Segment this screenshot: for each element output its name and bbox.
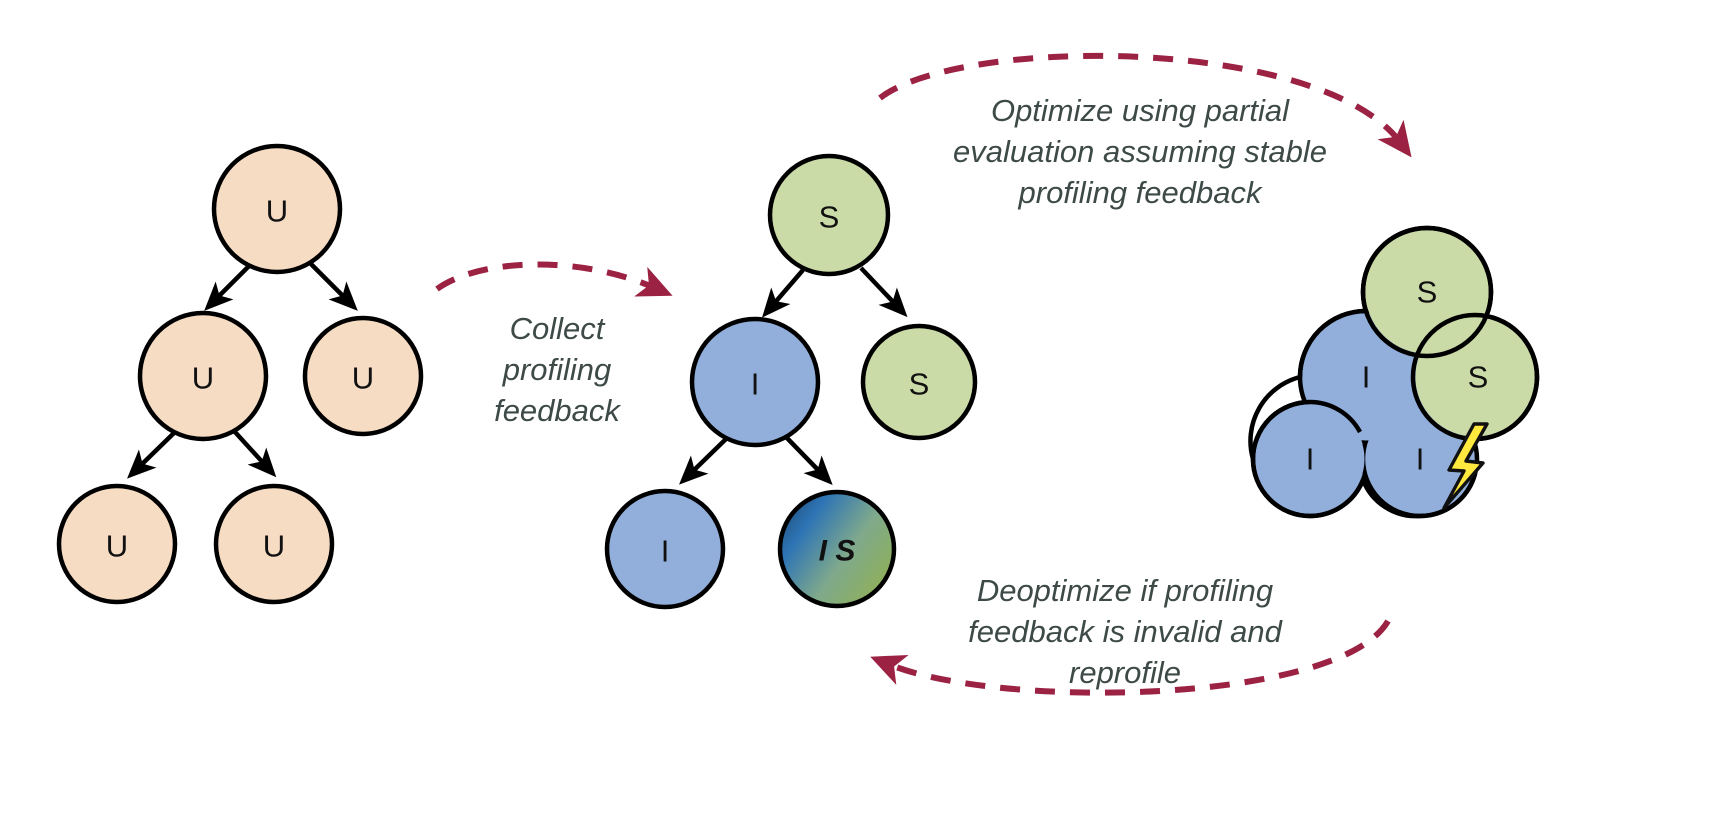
- lightning-bolt-icon: [1442, 422, 1489, 510]
- blob-fill-s-top: [1365, 230, 1489, 354]
- node-i-leftleft[interactable]: [604, 488, 726, 610]
- flow-arrows: [435, 52, 1412, 696]
- label-s-root: S: [819, 200, 840, 235]
- edge-i-ill: [679, 436, 729, 485]
- stage3-cluster: [1248, 225, 1540, 519]
- caption-collect-profiling-feedback: Collect profiling feedback: [452, 308, 662, 432]
- stage1-nodes: [56, 143, 424, 605]
- caption-collect-line3: feedback: [494, 393, 620, 429]
- node-u-left[interactable]: [137, 310, 269, 442]
- node-s-right[interactable]: [860, 323, 978, 441]
- label-i-leftleft: I: [661, 534, 670, 569]
- label-i-left: I: [751, 367, 760, 402]
- label-u-leftleft: U: [106, 529, 128, 564]
- caption-optimize-line3: profiling feedback: [1018, 175, 1262, 211]
- stage2-nodes: [604, 153, 978, 610]
- outline-i-mid-left: [1248, 374, 1301, 460]
- caption-deoptimize-reprofile: Deoptimize if profiling feedback is inva…: [950, 570, 1300, 694]
- node-u-leftright[interactable]: [213, 483, 335, 605]
- label-cluster-s-right: S: [1468, 360, 1489, 395]
- flow-optimize-arrow: [878, 52, 1412, 158]
- stage2-node-labels: S I S I I S: [661, 200, 930, 569]
- caption-deoptimize-line2: feedback is invalid and: [968, 614, 1282, 650]
- node-u-right[interactable]: [302, 315, 424, 437]
- node-u-leftleft[interactable]: [56, 483, 178, 605]
- caption-collect-line1: Collect: [509, 311, 605, 346]
- edge-l-ll: [127, 430, 177, 479]
- outline-i-left-bottom: [1250, 458, 1366, 519]
- node-i-left[interactable]: [689, 316, 821, 448]
- edge-s-i: [762, 268, 805, 318]
- label-cluster-i-left: I: [1306, 442, 1315, 477]
- outline-i-mid-arc: [1297, 308, 1367, 378]
- label-u-left: U: [192, 361, 214, 396]
- caption-optimize-line2: evaluation assuming stable: [953, 134, 1327, 170]
- node-s-root[interactable]: [767, 153, 891, 277]
- stage1-edges: [127, 262, 358, 479]
- label-cluster-s-top: S: [1417, 275, 1438, 310]
- edge-root-left: [204, 264, 251, 311]
- label-s-right: S: [909, 367, 930, 402]
- stage3-node-labels: S S I I I: [1306, 275, 1489, 477]
- caption-deoptimize-line1: Deoptimize if profiling: [976, 573, 1274, 608]
- outline-i-right-bottom: [1360, 473, 1478, 519]
- caption-optimize-line1: Optimize using partial: [990, 93, 1290, 128]
- caption-collect-line2: profiling: [502, 352, 612, 388]
- edge-l-lr: [233, 430, 277, 478]
- label-u-leftright: U: [263, 529, 285, 564]
- label-u-right: U: [352, 361, 374, 396]
- label-is-gradient: I S: [819, 535, 856, 568]
- node-is-gradient[interactable]: [777, 489, 897, 609]
- outline-s-top: [1360, 225, 1494, 359]
- label-u-root: U: [266, 194, 288, 229]
- outline-i-left-arc: [1250, 399, 1362, 460]
- edge-i-is: [785, 436, 833, 485]
- label-cluster-i-right: I: [1416, 442, 1425, 477]
- stage2-edges: [679, 266, 908, 485]
- flow-collect-arrow: [435, 261, 673, 297]
- blob-fill-i-left: [1255, 404, 1365, 514]
- caption-optimize-partial-evaluation: Optimize using partial evaluation assumi…: [945, 90, 1335, 214]
- caption-deoptimize-line3: reprofile: [1069, 655, 1181, 691]
- node-u-root[interactable]: [211, 143, 343, 275]
- label-cluster-i-mid: I: [1362, 360, 1371, 395]
- stage1-node-labels: U U U U U: [106, 194, 374, 564]
- edge-s-s: [859, 266, 908, 318]
- flow-deoptimize-arrow: [870, 619, 1391, 696]
- edge-root-right: [309, 262, 358, 311]
